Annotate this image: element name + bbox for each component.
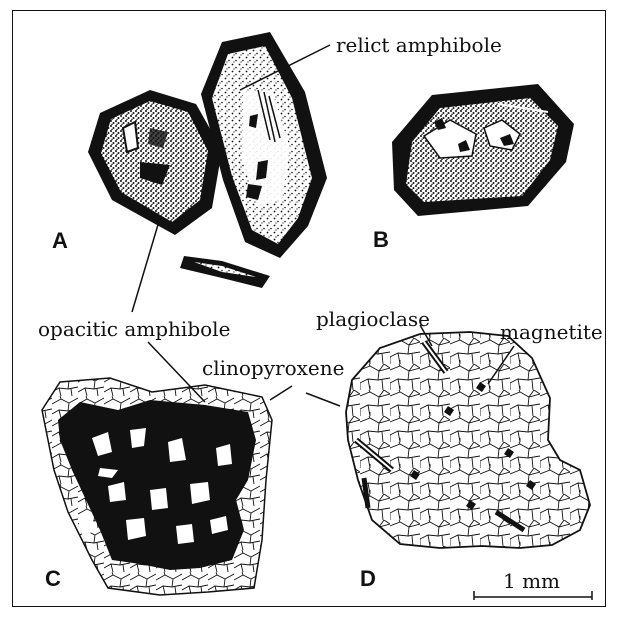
scale-bar-label: 1 mm	[503, 569, 560, 593]
leader-clinopyroxene-c	[270, 386, 292, 400]
crystal-relict-amphibole	[201, 32, 327, 258]
leader-opacitic	[132, 218, 160, 312]
aggregate-d	[346, 332, 590, 548]
amphibole-sliver	[180, 256, 270, 288]
leader-clinopyroxene-d	[306, 393, 340, 406]
label-clinopyroxene: clinopyroxene	[202, 356, 344, 380]
label-magnetite: magnetite	[500, 320, 603, 344]
label-plagioclase: plagioclase	[316, 307, 430, 331]
panel-label-a: A	[52, 228, 68, 253]
panel-label-b: B	[373, 227, 389, 252]
panel-label-c: C	[45, 566, 61, 591]
label-opacitic-amphibole: opacitic amphibole	[38, 317, 230, 341]
crystal-b	[392, 84, 574, 216]
panel-label-d: D	[360, 566, 376, 591]
aggregate-c	[42, 378, 272, 595]
crystal-opacitic-amphibole	[88, 90, 222, 235]
label-relict-amphibole: relict amphibole	[336, 33, 502, 57]
scale-bar: 1 mm	[474, 569, 592, 600]
